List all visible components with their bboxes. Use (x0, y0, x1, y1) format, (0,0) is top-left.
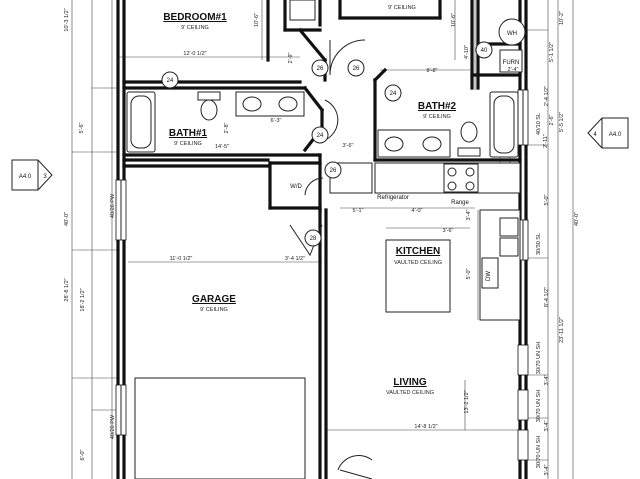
door-tag: 26 (330, 168, 337, 174)
door-tag: 28 (310, 236, 317, 242)
dimension-label: 40'-0" (574, 212, 580, 226)
dimension-label: 3'-4 1/2" (285, 256, 305, 262)
dimension-label: 2'-4" (508, 67, 519, 73)
dimension-label: 11'-0 1/2" (170, 256, 193, 262)
dimension-label: 2'-6" (549, 114, 555, 125)
door-tag: 40 (481, 48, 488, 54)
dimension-label: 10'-6" (254, 13, 260, 27)
windows (115, 89, 529, 461)
dimension-label: 40'-0" (64, 212, 70, 226)
dimension-label: 23'-11 1/2" (559, 317, 565, 343)
dimension-label: 30/70 UN SH (536, 436, 542, 468)
dimension-label: 30/70 UN SH (536, 342, 542, 374)
room-ceiling-top: 9' CEILING (388, 5, 416, 11)
dimension-label: 18'-2 1/2" (80, 288, 86, 311)
dishwasher-label: DW (486, 271, 492, 281)
dimension-label: 6'-0" (80, 449, 86, 460)
door-tag: 26 (317, 66, 324, 72)
svg-text:4: 4 (593, 132, 597, 138)
room-name-bedroom1: BEDROOM#1 (163, 12, 227, 23)
dimension-label: 2'-8" (224, 122, 230, 133)
dimension-label: 40/20 PW (110, 414, 116, 439)
dimension-label: 2'-4 1/2" (544, 86, 550, 106)
section-marker-left: A4.0 3 (11, 159, 53, 191)
svg-text:A4.0: A4.0 (19, 174, 32, 180)
room-ceiling-kitchen: VAULTED CEILING (394, 260, 442, 266)
dimension-label: 10'-2" (559, 11, 565, 25)
dimension-label: 3'-6" (343, 143, 354, 149)
door-tag: 24 (390, 91, 397, 97)
refrigerator-label: Refrigerator (377, 195, 409, 201)
dimension-label: 28'-8 1/2" (64, 278, 70, 301)
svg-text:3: 3 (43, 174, 47, 180)
room-name-kitchen: KITCHEN (396, 246, 440, 257)
dimension-label: 12'-0 1/2" (183, 51, 206, 57)
section-marker-right: A4.0 4 (587, 117, 629, 149)
fixture-labels: W/D WH FURN Refrigerator Range DW (290, 31, 519, 281)
room-ceiling-bedroom1: 9' CEILING (181, 25, 209, 31)
door-tag: 24 (317, 133, 324, 139)
dimension-label: 5'-0" (466, 268, 472, 279)
room-name-bath2: BATH#2 (418, 101, 457, 112)
dimension-label: 5'-0" (544, 194, 550, 205)
dimension-label: 3'-4" (544, 374, 550, 385)
dimension-label: 10'-6" (451, 13, 457, 27)
dimension-label: 8'-8" (427, 68, 438, 74)
dimension-label: 3'-4" (544, 464, 550, 475)
dimension-label: 3'-6" (443, 228, 454, 234)
dimension-label: 8'-4 1/2" (544, 287, 550, 307)
dimension-texts: 10'-3 1/2" 10'-6" 10'-6" 12'-0 1/2" 2'-9… (64, 8, 580, 475)
room-ceiling-bath1: 9' CEILING (174, 141, 202, 147)
dimension-label: 2'-11" (543, 134, 549, 148)
furnace-label: FURN (503, 60, 520, 66)
dimension-label: 14'-5" (215, 144, 229, 150)
dimension-label: 30/30 SL (536, 233, 542, 255)
door-tag: 24 (167, 78, 174, 84)
dimension-label: 5'-6" (79, 122, 85, 133)
room-ceiling-garage: 9' CEILING (200, 307, 228, 313)
dimension-label: 40/10 SL (536, 113, 542, 135)
water-heater-label: WH (507, 31, 517, 37)
dimension-label: 3'-4" (466, 209, 472, 220)
dimension-label: 30/70 UN SH (536, 390, 542, 422)
dimension-label: 6'-3" (271, 118, 282, 124)
dimension-label: 3'-4" (544, 420, 550, 431)
range-label: Range (451, 200, 469, 206)
room-labels: BEDROOM#1 9' CEILING BATH#1 9' CEILING B… (163, 5, 456, 396)
door-tags: 24 24 24 26 26 26 28 40 (161, 41, 493, 247)
dimension-label: 2'-9" (288, 52, 294, 63)
dimension-label: 5'-1" (353, 208, 364, 214)
dimension-label: 4'-0" (412, 208, 423, 214)
washer-dryer-label: W/D (290, 184, 302, 190)
svg-text:A4.0: A4.0 (609, 132, 622, 138)
fixtures (126, 0, 526, 479)
dimension-label: 5'-1 1/2" (549, 42, 555, 62)
room-name-living: LIVING (393, 377, 427, 388)
dimension-label: 4'-10" (464, 45, 470, 59)
dimension-lines (71, 0, 574, 479)
dimension-label: 40/20 PW (110, 193, 116, 218)
dimension-label: 14'-8 1/2" (414, 424, 437, 430)
dimension-label: 5'-5 1/2" (559, 112, 565, 132)
room-name-garage: GARAGE (192, 294, 236, 305)
room-name-bath1: BATH#1 (169, 128, 208, 139)
room-ceiling-living: VAULTED CEILING (386, 390, 434, 396)
door-tag: 26 (353, 66, 360, 72)
dimension-label: 13'-2 1/2" (464, 390, 470, 413)
room-ceiling-bath2: 9' CEILING (423, 114, 451, 120)
dimension-label: 10'-3 1/2" (64, 8, 70, 31)
